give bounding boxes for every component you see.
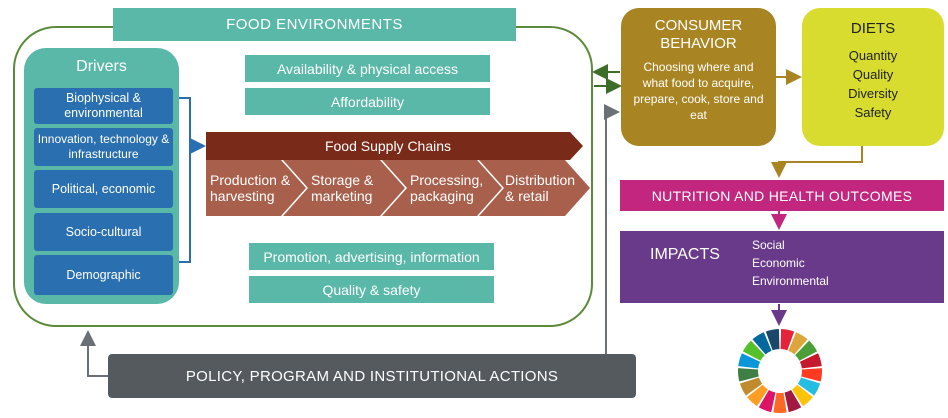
sdg-segment bbox=[773, 392, 787, 413]
sdg-segment bbox=[747, 384, 768, 407]
sdg-segment bbox=[784, 389, 802, 413]
consumer-behavior-box: CONSUMER BEHAVIOR Choosing where and wha… bbox=[621, 8, 776, 146]
sdg-segment bbox=[780, 329, 795, 351]
supply-step-processing-shape bbox=[382, 160, 502, 216]
sdg-segment bbox=[752, 332, 772, 355]
arrow-policy-to-consumer bbox=[604, 104, 620, 354]
sdg-segment bbox=[765, 329, 780, 351]
sdg-wheel-icon bbox=[738, 329, 822, 413]
affordability-box: Affordability bbox=[245, 88, 490, 115]
drivers-bracket bbox=[174, 97, 191, 263]
quality-safety-box: Quality & safety bbox=[249, 276, 494, 303]
driver-socio-cultural: Socio-cultural bbox=[34, 213, 173, 251]
sdg-segment bbox=[795, 340, 818, 361]
drivers-panel: Drivers Biophysical & environmental Inno… bbox=[24, 48, 179, 304]
supply-step-distribution-shape bbox=[479, 160, 590, 216]
diets-item-quantity: Quantity bbox=[848, 48, 898, 63]
impacts-item-economic: Economic bbox=[752, 256, 805, 270]
availability-box: Availability & physical access bbox=[245, 55, 490, 82]
impacts-box: IMPACTS Social Economic Environmental bbox=[620, 231, 944, 303]
arrow-policy-to-env bbox=[80, 330, 108, 377]
sdg-segment bbox=[801, 368, 822, 382]
policy-actions-box: POLICY, PROGRAM AND INSTITUTIONAL ACTION… bbox=[108, 354, 636, 398]
impacts-title: IMPACTS bbox=[650, 246, 720, 263]
sdg-segment bbox=[742, 340, 765, 361]
sdg-segment bbox=[738, 368, 759, 382]
food-environments-title: FOOD ENVIRONMENTS bbox=[113, 8, 516, 41]
impacts-item-environmental: Environmental bbox=[752, 274, 829, 288]
consumer-title-line1: CONSUMER bbox=[654, 17, 743, 34]
sdg-segment bbox=[758, 389, 776, 413]
arrow-diets-to-nutrition bbox=[771, 146, 863, 178]
nutrition-outcomes-box: NUTRITION AND HEALTH OUTCOMES bbox=[620, 180, 944, 211]
driver-political: Political, economic bbox=[34, 170, 173, 208]
promotion-box: Promotion, advertising, information bbox=[249, 243, 494, 270]
supply-step-production: Production & harvesting bbox=[210, 172, 291, 204]
supply-step-storage: Storage & marketing bbox=[311, 172, 374, 204]
supply-step-production-shape bbox=[206, 160, 306, 216]
sdg-segment bbox=[739, 377, 763, 396]
drivers-title: Drivers bbox=[76, 58, 127, 75]
diets-item-safety: Safety bbox=[854, 105, 892, 120]
sdg-segment bbox=[799, 353, 822, 369]
supply-step-storage-shape bbox=[283, 160, 405, 216]
sdg-segment bbox=[797, 377, 821, 396]
supply-chain-banner bbox=[206, 132, 583, 160]
consumer-title-line2: BEHAVIOR bbox=[660, 35, 737, 52]
diets-item-quality: Quality bbox=[852, 67, 894, 82]
consumer-description: Choosing where and what food to acquire,… bbox=[633, 60, 764, 122]
diets-box: DIETS Quantity Quality Diversity Safety bbox=[802, 8, 944, 146]
driver-demographic: Demographic bbox=[34, 255, 173, 295]
diets-title: DIETS bbox=[850, 20, 896, 37]
supply-step-distribution: Distribution & retail bbox=[505, 172, 576, 204]
impacts-item-social: Social bbox=[752, 238, 785, 252]
supply-chain-title: Food Supply Chains bbox=[324, 138, 452, 154]
supply-step-processing: Processing, packaging bbox=[410, 172, 484, 204]
diets-item-diversity: Diversity bbox=[848, 86, 898, 101]
driver-biophysical: Biophysical & environmental bbox=[34, 88, 173, 124]
sdg-segment bbox=[738, 353, 761, 369]
sdg-segment bbox=[788, 332, 808, 355]
driver-innovation: Innovation, technology & infrastructure bbox=[34, 128, 173, 166]
sdg-segment bbox=[792, 384, 813, 407]
